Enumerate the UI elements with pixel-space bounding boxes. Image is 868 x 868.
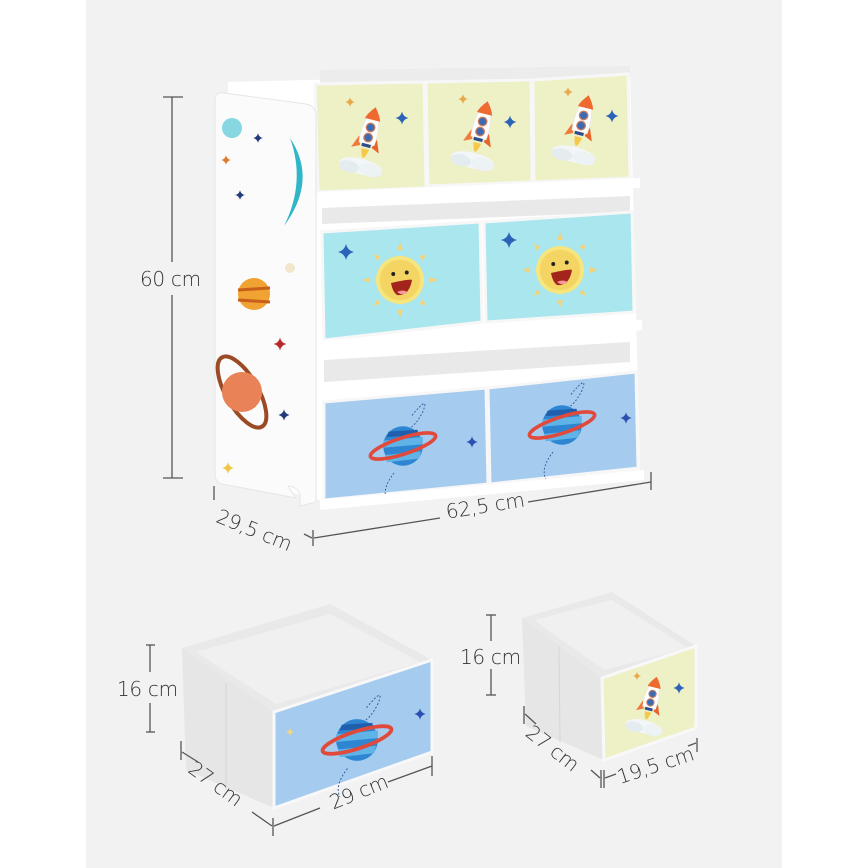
planet-bin-1 <box>322 386 490 502</box>
height-label-large-bin: 16 cm <box>117 677 178 701</box>
rocket-bin-3 <box>531 72 632 184</box>
height-label-small-bin: 16 cm <box>460 645 521 669</box>
planet-bin-2 <box>486 370 640 486</box>
height-label-main: 60 cm <box>140 267 201 291</box>
side-panel-space-print <box>214 92 317 507</box>
sun-bin-1 <box>320 220 484 342</box>
sun-bin-2 <box>482 210 636 324</box>
rocket-bin-2 <box>424 78 534 188</box>
